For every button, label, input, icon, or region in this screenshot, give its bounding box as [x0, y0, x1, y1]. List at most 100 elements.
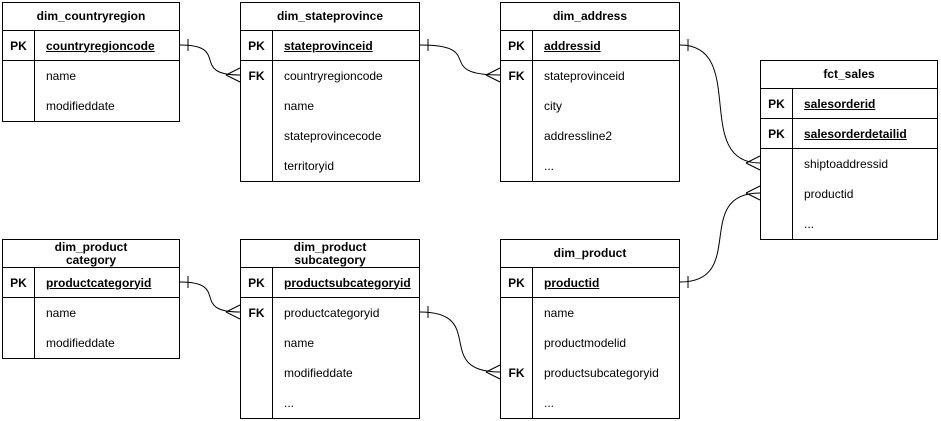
field-row: productid: [761, 179, 937, 209]
table-body: name modifieddate: [3, 61, 179, 121]
field-row: modifieddate: [3, 328, 179, 358]
key-type-label: [501, 388, 533, 418]
cardinality-many-crowfoot: [485, 364, 501, 380]
field-name: city: [544, 99, 562, 113]
key-type-label: PK: [501, 31, 533, 60]
field-row: addressline2: [501, 121, 679, 151]
key-type-label: FK: [241, 61, 273, 91]
primary-key-row: PK salesorderdetailid: [761, 119, 937, 149]
primary-key-row: PK productid: [501, 268, 679, 298]
field-name: name: [46, 306, 77, 320]
key-type-label: PK: [241, 31, 273, 60]
key-type-label: PK: [501, 268, 533, 297]
field-row: ...: [501, 151, 679, 181]
field-name: productid: [544, 275, 600, 290]
field-name: stateprovinceid: [544, 69, 625, 83]
field-name: ...: [284, 396, 295, 410]
key-type-label: [241, 328, 273, 358]
field-row: productmodelid: [501, 328, 679, 358]
field-row: ...: [761, 209, 937, 239]
field-row: ...: [241, 388, 419, 418]
field-name: modifieddate: [284, 366, 353, 380]
field-row: ...: [501, 388, 679, 418]
field-name: productmodelid: [544, 336, 627, 350]
key-type-label: [241, 91, 273, 121]
field-name: territoryid: [284, 159, 335, 173]
field-name: name: [544, 306, 575, 320]
key-type-label: PK: [3, 31, 35, 60]
key-type-label: PK: [761, 89, 793, 118]
key-type-label: [761, 179, 793, 209]
field-row: name: [241, 328, 419, 358]
field-row: FK stateprovinceid: [501, 61, 679, 91]
table-title: dim_product subcategory: [241, 240, 419, 268]
field-row: territoryid: [241, 151, 419, 181]
field-row: city: [501, 91, 679, 121]
table-body: name modifieddate: [3, 298, 179, 358]
field-name: stateprovincecode: [284, 129, 382, 143]
key-type-label: FK: [241, 298, 273, 328]
key-type-label: PK: [241, 268, 273, 297]
key-type-label: FK: [501, 61, 533, 91]
key-type-label: [3, 61, 35, 91]
key-type-label: [501, 298, 533, 328]
field-name: modifieddate: [46, 336, 115, 350]
cardinality-many-crowfoot: [745, 185, 761, 201]
field-name: name: [46, 69, 77, 83]
field-name: productsubcategoryid: [544, 366, 659, 380]
field-name: productsubcategoryid: [284, 275, 411, 290]
table-title: dim_countryregion: [3, 3, 179, 31]
field-name: productid: [804, 187, 854, 201]
table-title: dim_product category: [3, 240, 179, 268]
field-row: FK productsubcategoryid: [501, 358, 679, 388]
field-name: ...: [804, 217, 815, 231]
relationship-countryregion-to-stateprovince: [179, 39, 241, 83]
cardinality-many-crowfoot: [225, 67, 241, 83]
field-name: name: [284, 99, 315, 113]
field-name: name: [284, 336, 315, 350]
relationship-address-to-fctsales: [679, 39, 761, 171]
cardinality-many-crowfoot: [745, 155, 761, 171]
table-title: dim_stateprovince: [241, 3, 419, 31]
key-type-label: [241, 358, 273, 388]
field-name: countryregioncode: [46, 38, 155, 53]
field-name: addressid: [544, 38, 601, 53]
field-row: shiptoaddressid: [761, 149, 937, 179]
key-type-label: FK: [501, 358, 533, 388]
table-title: dim_address: [501, 3, 679, 31]
relationship-productsubcategory-to-product: [419, 306, 501, 380]
key-type-label: [241, 151, 273, 181]
field-row: name: [3, 298, 179, 328]
key-type-label: PK: [761, 119, 793, 148]
field-row: modifieddate: [3, 91, 179, 121]
field-name: ...: [544, 159, 555, 173]
field-row: stateprovincecode: [241, 121, 419, 151]
key-type-label: [501, 328, 533, 358]
key-type-label: [761, 149, 793, 179]
field-name: salesorderdetailid: [804, 126, 907, 141]
field-name: addressline2: [544, 129, 613, 143]
key-type-label: [3, 298, 35, 328]
table-title: dim_product: [501, 240, 679, 268]
key-type-label: [241, 121, 273, 151]
key-type-label: PK: [3, 268, 35, 297]
field-row: name: [3, 61, 179, 91]
field-name: shiptoaddressid: [804, 157, 889, 171]
key-type-label: [3, 328, 35, 358]
relationship-stateprovince-to-address: [419, 39, 501, 83]
table-body: shiptoaddressid productid...: [761, 149, 937, 239]
